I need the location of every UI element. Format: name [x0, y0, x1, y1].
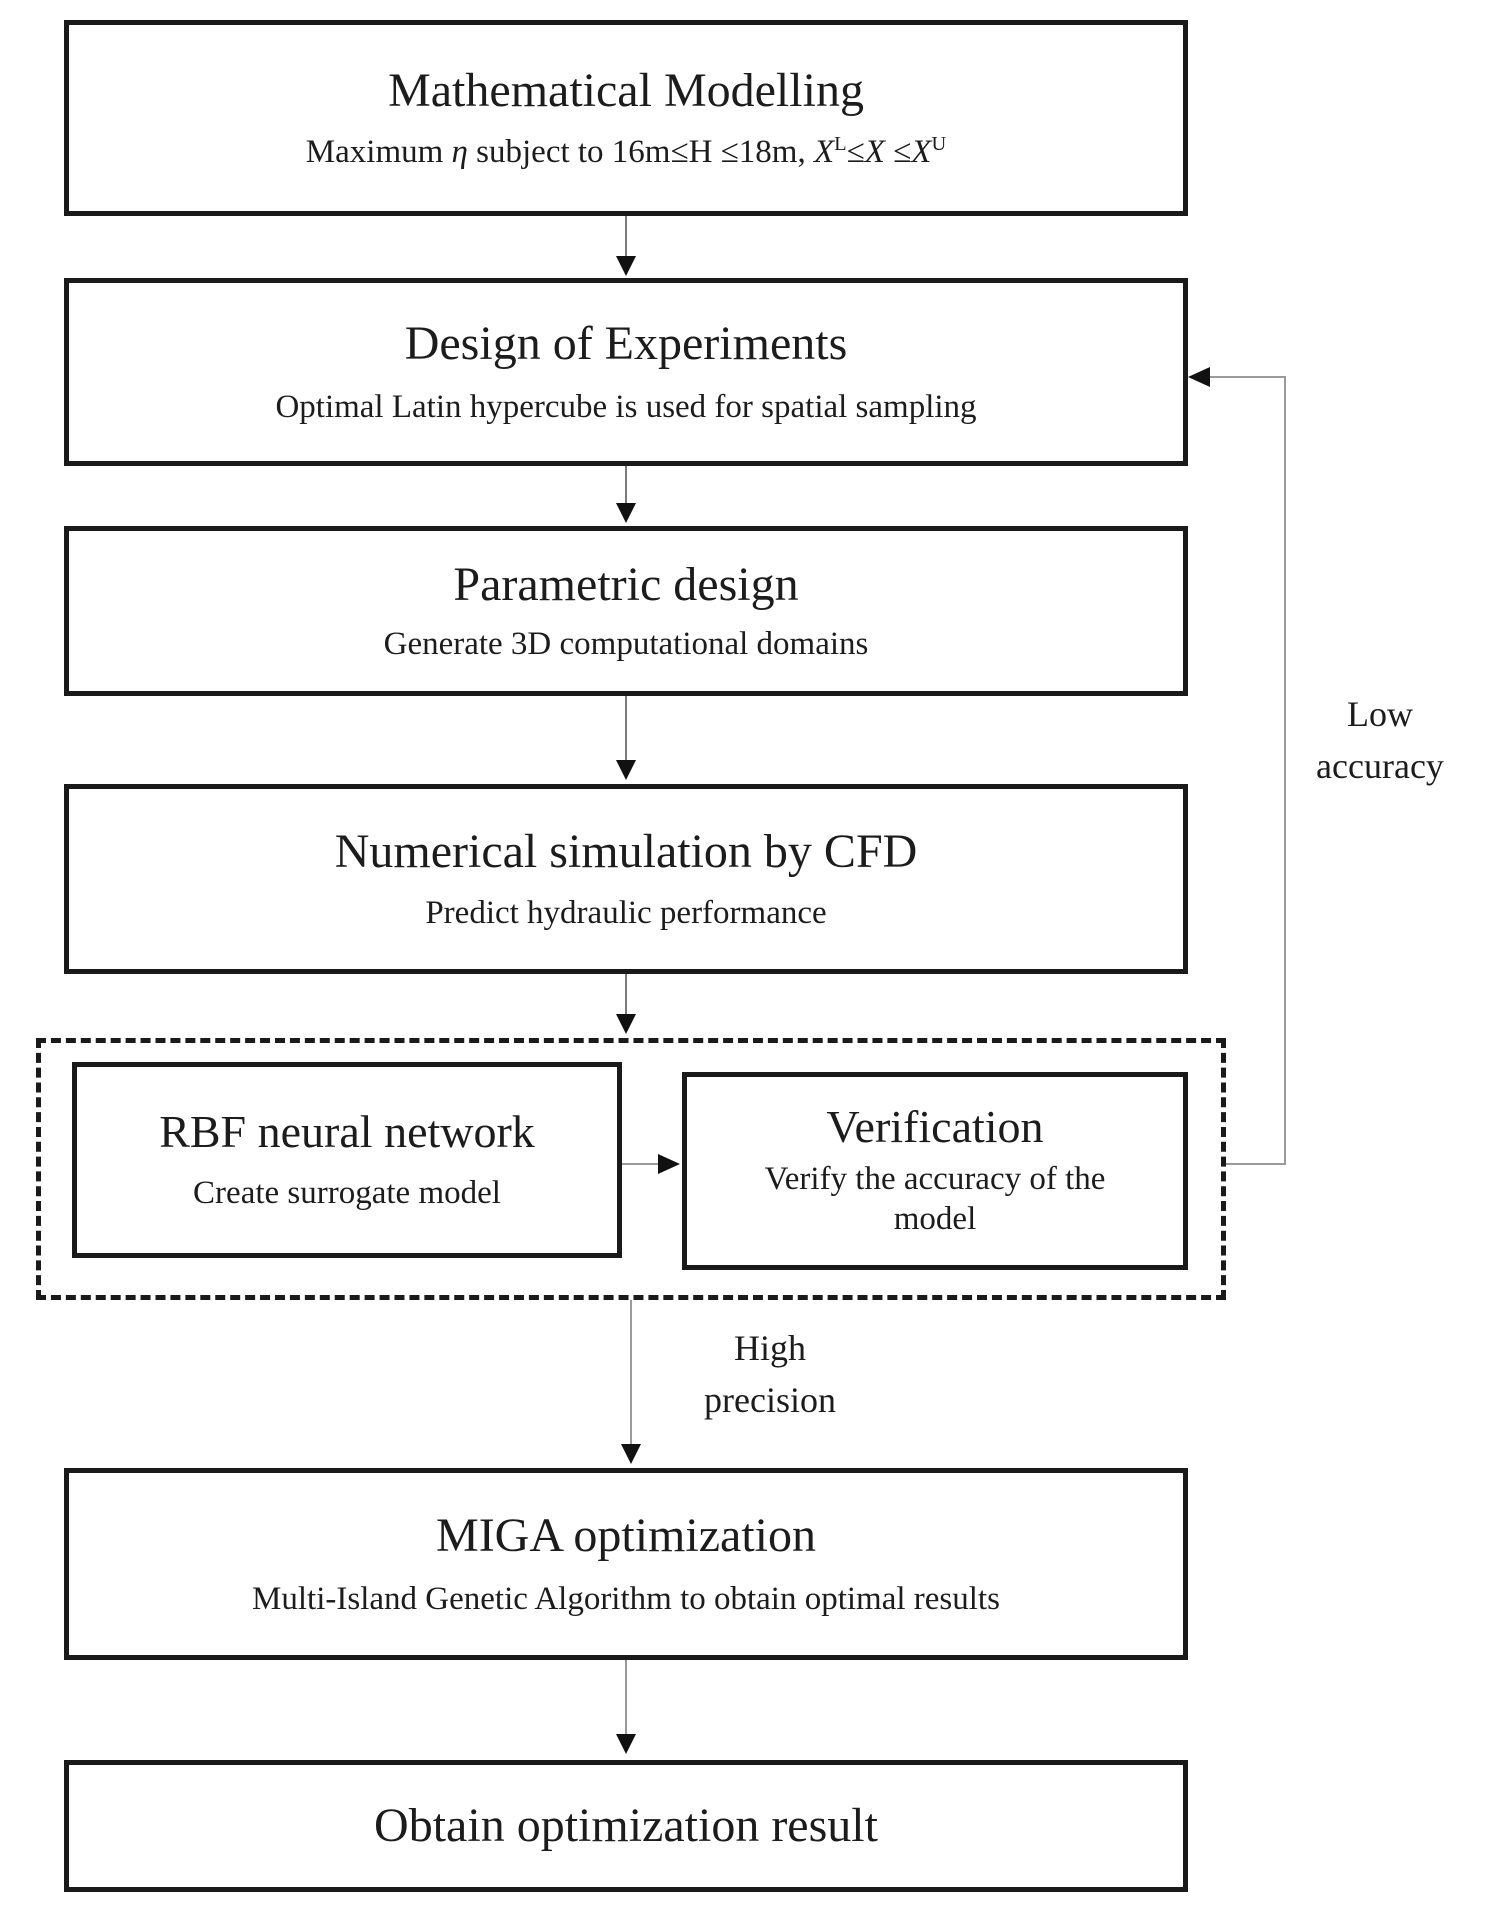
arrow-stem: [625, 216, 627, 256]
box-subtitle: Predict hydraulic performance: [425, 894, 827, 931]
box-title: MIGA optimization: [436, 1509, 816, 1562]
box-title: Mathematical Modelling: [388, 64, 864, 117]
arrowhead-down-icon: [616, 760, 636, 780]
box-miga-optimization: MIGA optimization Multi-Island Genetic A…: [64, 1468, 1188, 1660]
box-title: Obtain optimization result: [374, 1799, 878, 1853]
box-title: RBF neural network: [159, 1105, 535, 1157]
arrowhead-right-icon: [658, 1154, 680, 1174]
box-title: Design of Experiments: [404, 317, 848, 370]
label-high-precision: High precision: [704, 1328, 836, 1421]
arrow-stem: [625, 466, 627, 503]
arrowhead-down-icon: [616, 256, 636, 276]
box-subtitle: Optimal Latin hypercube is used for spat…: [275, 388, 977, 425]
box-parametric-design: Parametric design Generate 3D computatio…: [64, 526, 1188, 696]
box-title: Parametric design: [453, 558, 799, 611]
box-obtain-result: Obtain optimization result: [64, 1760, 1188, 1892]
box-design-of-experiments: Design of Experiments Optimal Latin hype…: [64, 278, 1188, 466]
arrow-stem: [625, 974, 627, 1014]
feedback-line-bottom: [1226, 1163, 1286, 1165]
box-subtitle: Maximum η subject to 16m≤H ≤18m, XL≤X ≤X…: [305, 132, 947, 170]
box-subtitle: Verify the accuracy of the model: [764, 1161, 1106, 1238]
box-title: Verification: [826, 1101, 1044, 1153]
box-rbf-neural-network: RBF neural network Create surrogate mode…: [72, 1062, 622, 1258]
dashed-surrogate-group: [36, 1038, 1226, 1300]
label-low-accuracy: Low accuracy: [1316, 694, 1444, 787]
feedback-line-vertical: [1284, 376, 1286, 1165]
arrowhead-down-icon: [621, 1444, 641, 1464]
arrow-stem: [622, 1163, 660, 1165]
box-verification: Verification Verify the accuracy of the …: [682, 1072, 1188, 1270]
arrow-stem: [625, 696, 627, 760]
box-subtitle: Generate 3D computational domains: [383, 625, 869, 662]
eta-symbol: η: [451, 133, 468, 170]
arrowhead-down-icon: [616, 1014, 636, 1034]
box-mathematical-modelling: Mathematical Modelling Maximum η subject…: [64, 20, 1188, 216]
box-title: Numerical simulation by CFD: [334, 825, 918, 878]
box-numerical-simulation-cfd: Numerical simulation by CFD Predict hydr…: [64, 784, 1188, 974]
arrow-stem: [625, 1660, 627, 1734]
box-subtitle: Multi-Island Genetic Algorithm to obtain…: [252, 1580, 1000, 1617]
arrowhead-down-icon: [616, 1734, 636, 1754]
arrow-stem: [630, 1300, 632, 1444]
feedback-line-top: [1210, 376, 1286, 378]
arrowhead-down-icon: [616, 503, 636, 523]
arrowhead-left-icon: [1188, 367, 1210, 387]
box-subtitle: Create surrogate model: [193, 1175, 501, 1212]
